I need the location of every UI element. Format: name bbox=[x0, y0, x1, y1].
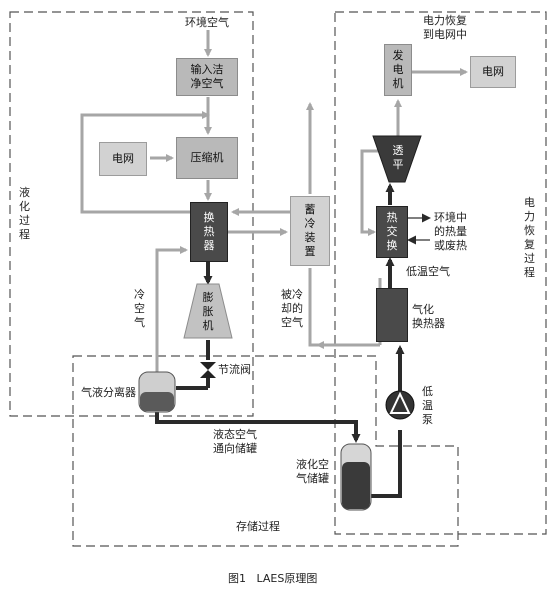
turbine-shape bbox=[372, 135, 422, 183]
figure-caption: 图1 LAES原理图 bbox=[228, 572, 318, 585]
ambient-heat-label: 环境中 的热量 或废热 bbox=[434, 211, 467, 252]
expander-label: 膨 胀 机 bbox=[202, 291, 214, 332]
separator-tank-icon bbox=[138, 371, 176, 413]
liquid-air-to-tank-label: 液态空气 通向储罐 bbox=[213, 428, 257, 455]
intake-clean-air-box: 输入洁 净空气 bbox=[176, 58, 238, 96]
heat-exchanger-right-box: 热 交 换 bbox=[376, 206, 408, 258]
turbine-label: 透 平 bbox=[392, 144, 404, 171]
power-recovery-process-label: 电 力 恢 复 过 程 bbox=[524, 196, 535, 279]
storage-region bbox=[72, 355, 459, 547]
storage-tank-icon bbox=[340, 443, 372, 511]
grid-right-box: 电网 bbox=[470, 56, 516, 88]
ambient-air-label: 环境空气 bbox=[185, 16, 229, 29]
cooled-air-label: 被冷 却的 空气 bbox=[281, 288, 303, 329]
power-recovery-title: 电力恢复 到电网中 bbox=[423, 14, 467, 41]
vaporizer-box bbox=[376, 288, 408, 342]
grid-left-box: 电网 bbox=[99, 142, 147, 176]
storage-process-label: 存储过程 bbox=[236, 520, 280, 533]
low-temp-air-label: 低温空气 bbox=[406, 265, 450, 278]
power-recovery-region bbox=[334, 11, 547, 535]
throttle-valve-label: 节流阀 bbox=[218, 363, 251, 376]
liquefaction-region bbox=[9, 11, 254, 417]
expander-shape bbox=[183, 283, 233, 339]
liquefaction-process-label: 液 化 过 程 bbox=[19, 186, 30, 241]
compressor-box: 压缩机 bbox=[176, 137, 238, 179]
low-temp-pump-label: 低 温 泵 bbox=[422, 385, 433, 426]
separator-label: 气液分离器 bbox=[81, 386, 136, 399]
vaporizer-label: 气化 换热器 bbox=[412, 303, 445, 330]
liquid-air-tank-label: 液化空 气储罐 bbox=[296, 458, 329, 485]
generator-box: 发 电 机 bbox=[384, 44, 412, 96]
heat-exchanger-left-box: 换 热 器 bbox=[190, 202, 228, 262]
cold-storage-box: 蓄 冷 装 置 bbox=[290, 196, 330, 266]
cold-air-label: 冷 空 气 bbox=[134, 288, 145, 329]
throttle-valve-icon[interactable] bbox=[200, 362, 216, 378]
pump-icon[interactable] bbox=[385, 390, 415, 420]
